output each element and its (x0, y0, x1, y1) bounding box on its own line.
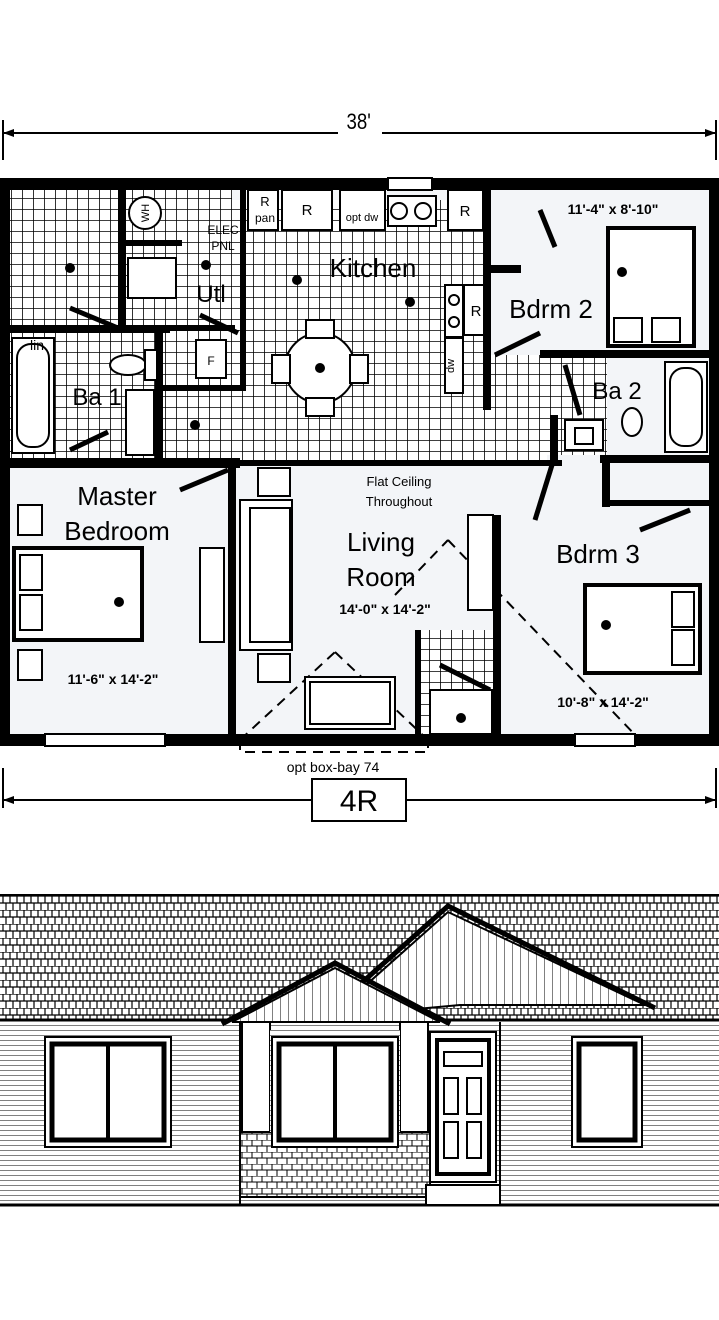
furniture (12, 226, 702, 735)
bedroom2-label: Bdrm 2 (509, 294, 593, 324)
dw-label: dw (445, 359, 457, 373)
front-elevation (0, 894, 719, 1207)
kitchen-label: Kitchen (330, 253, 417, 283)
windows (44, 177, 636, 747)
model-dimension: 4R opt box-bay 74 (2, 759, 717, 822)
elec-label: ELEC (207, 223, 239, 237)
bath-fixtures (11, 337, 708, 456)
ceiling-note-line1: Flat Ceiling (366, 474, 431, 489)
room-labels: Kitchen Utl ELEC PNL WH Ba 1 lin Ba 2 Bd… (30, 201, 658, 710)
overall-width-dimension: 38' (2, 108, 717, 160)
model-name-label: 4R (340, 785, 378, 818)
bath1-label: Ba 1 (72, 384, 121, 411)
bath2-label: Ba 2 (592, 378, 641, 405)
bedroom3-size: 10'-8" x 14'-2" (557, 694, 649, 710)
ceiling-lights (65, 260, 627, 723)
fixture-labels: R pan R opt dw R R dw F (207, 194, 481, 373)
utility-label: Utl (196, 281, 225, 308)
pnl-label: PNL (211, 239, 235, 253)
door-swings (68, 209, 691, 693)
bedroom3-label: Bdrm 3 (556, 539, 640, 569)
master-label-line2: Bedroom (64, 516, 170, 546)
living-label-line2: Room (346, 562, 415, 592)
overall-width-label: 38' (347, 111, 371, 135)
water-heater-label: WH (140, 204, 152, 222)
pantry-label: pan (255, 211, 275, 225)
pantry-r-label: R (260, 194, 269, 209)
vault-dashed-lines (239, 539, 641, 753)
bedroom2-size: 11'-4" x 8'-10" (568, 201, 659, 217)
range-label: R (302, 202, 313, 219)
kitchen-fixtures (127, 189, 485, 417)
walls (0, 178, 719, 746)
furnace-label: F (207, 354, 214, 368)
master-size: 11'-6" x 14'-2" (68, 671, 159, 687)
living-size: 14'-0" x 14'-2" (339, 601, 431, 617)
range2-label: R (471, 303, 482, 320)
living-label-line1: Living (347, 527, 415, 557)
fridge-label: R (460, 203, 471, 220)
linen-label: lin (30, 337, 44, 353)
opt-dw-label: opt dw (346, 212, 378, 224)
bay-note-label: opt box-bay 74 (287, 759, 380, 775)
ceiling-note-line2: Throughout (366, 494, 433, 509)
master-label-line1: Master (77, 481, 157, 511)
